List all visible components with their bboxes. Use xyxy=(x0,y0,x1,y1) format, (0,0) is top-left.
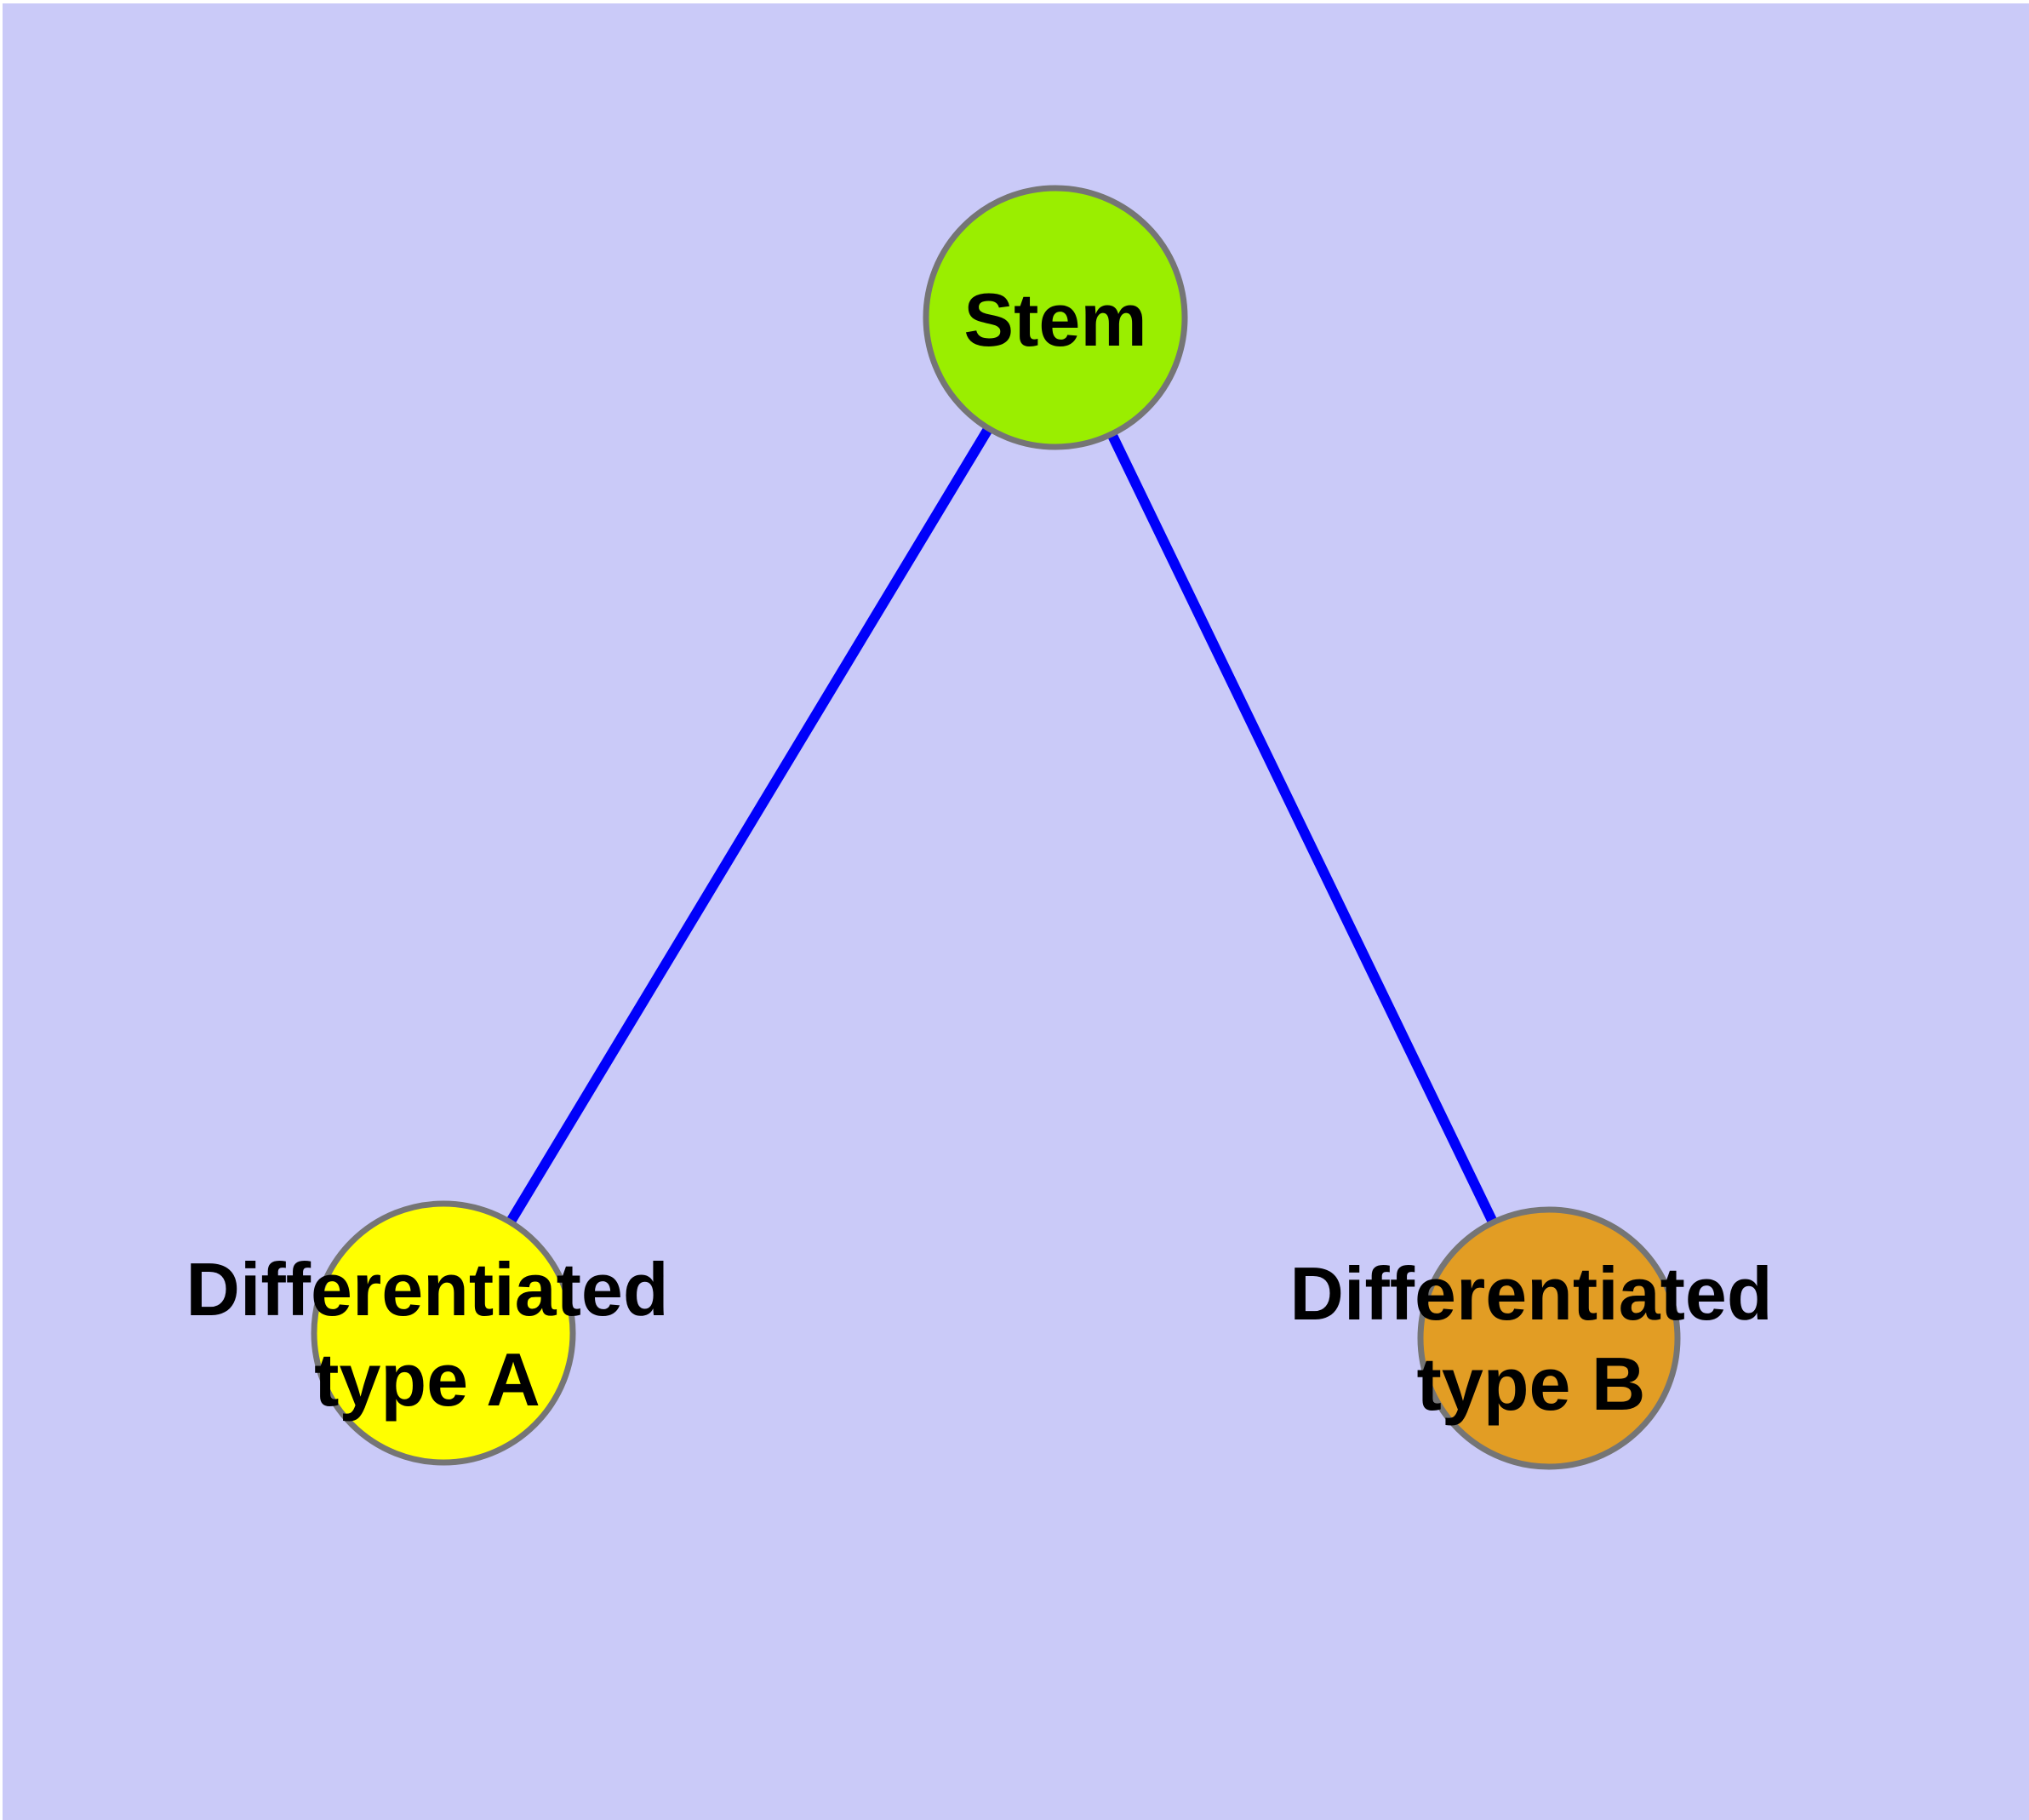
type-a-label-line2: type A xyxy=(314,1337,540,1422)
node-differentiated-type-b-label: Differentiated type B xyxy=(1289,1249,1772,1429)
node-stem-label-text: Stem xyxy=(963,278,1147,362)
node-differentiated-type-b xyxy=(1417,1206,1681,1470)
node-stem-label: Stem xyxy=(963,275,1146,365)
node-stem xyxy=(923,185,1188,450)
node-differentiated-type-a xyxy=(311,1200,576,1466)
node-differentiated-type-a-label: Differentiated type A xyxy=(186,1245,668,1425)
type-b-label-line1: Differentiated xyxy=(1289,1251,1773,1336)
edge-stem-to-type-a xyxy=(438,314,1060,1336)
type-a-label-line1: Differentiated xyxy=(186,1247,669,1331)
type-b-label-line2: type B xyxy=(1416,1342,1646,1426)
edge-stem-to-type-b xyxy=(1050,315,1554,1341)
